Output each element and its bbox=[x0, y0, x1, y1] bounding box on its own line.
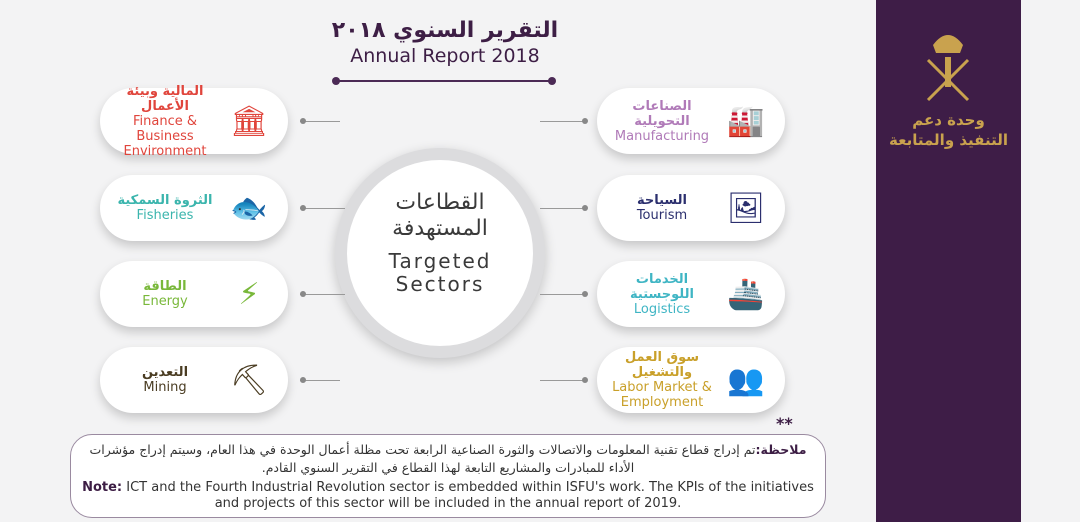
connector-line bbox=[540, 121, 585, 122]
title-divider bbox=[332, 77, 556, 85]
note-arabic: ملاحظة:تم إدراج قطاع تقنية المعلومات وال… bbox=[89, 442, 807, 475]
note-asterisks: ** bbox=[776, 414, 793, 433]
title-arabic: التقرير السنوي ٢٠١٨ bbox=[331, 18, 559, 43]
photos-icon: 🖼 bbox=[726, 190, 766, 226]
finance-icon: 🏛 bbox=[229, 103, 269, 139]
fish-net-icon: 🐟 bbox=[230, 190, 268, 226]
connector-dot bbox=[300, 205, 306, 211]
people-icon: 👥 bbox=[727, 362, 765, 398]
factory-icon: 🏭 bbox=[727, 103, 765, 139]
connector-dot bbox=[582, 377, 588, 383]
connector-line bbox=[300, 294, 345, 295]
report-title: التقرير السنوي ٢٠١٨ Annual Report 2018 bbox=[330, 18, 560, 67]
targeted-sectors-circle: القطاعات المستهدفة Targeted Sectors bbox=[335, 148, 545, 358]
center-title-english: Targeted Sectors bbox=[388, 249, 492, 296]
connector-line bbox=[540, 208, 585, 209]
connector-line bbox=[540, 380, 585, 381]
center-title-arabic: القطاعات المستهدفة bbox=[392, 190, 488, 241]
note-english: Note: ICT and the Fourth Industrial Revo… bbox=[82, 480, 814, 511]
connector-dot bbox=[300, 377, 306, 383]
connector-line bbox=[300, 121, 340, 122]
connector-line bbox=[540, 294, 585, 295]
connector-line bbox=[300, 380, 340, 381]
connector-dot bbox=[582, 291, 588, 297]
connector-line bbox=[300, 208, 345, 209]
energy-icon: ⚡ bbox=[238, 276, 260, 312]
connector-dot bbox=[582, 118, 588, 124]
connector-dot bbox=[300, 291, 306, 297]
title-english: Annual Report 2018 bbox=[350, 45, 540, 67]
connector-dot bbox=[300, 118, 306, 124]
ship-icon: 🚢 bbox=[727, 276, 765, 312]
oman-emblem-icon bbox=[926, 35, 970, 102]
note-box: ملاحظة:تم إدراج قطاع تقنية المعلومات وال… bbox=[70, 434, 826, 518]
connector-dot bbox=[582, 205, 588, 211]
excavator-icon: ⛏ bbox=[229, 362, 269, 398]
